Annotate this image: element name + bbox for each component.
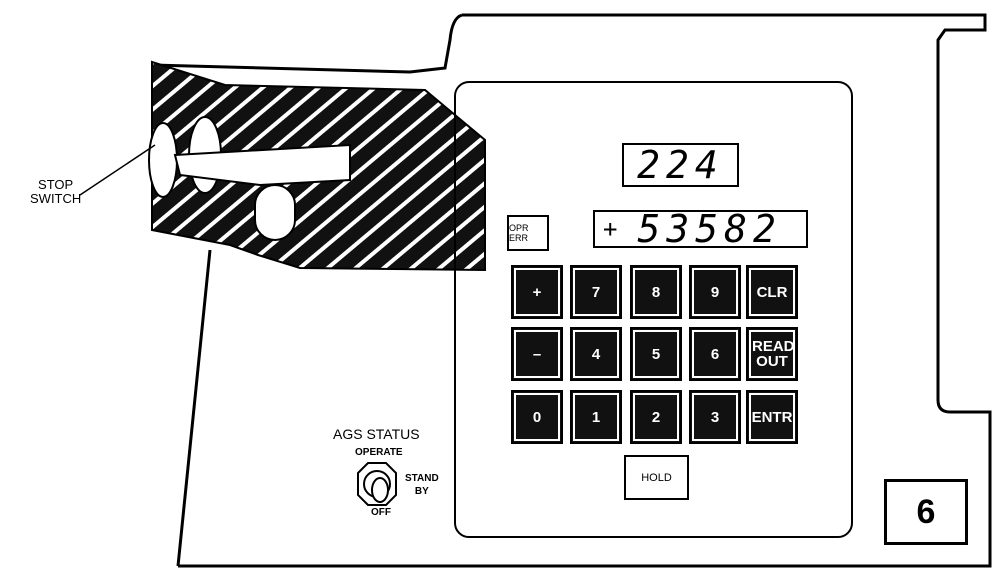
key-label: 5 (651, 345, 661, 363)
key-label: CLR (756, 283, 788, 301)
key-3[interactable]: 3 (689, 390, 741, 444)
key-read-out[interactable]: READ OUT (746, 327, 798, 381)
key-[interactable]: + (511, 265, 563, 319)
data-sign: + (603, 215, 624, 243)
standby-line1: STAND (405, 473, 439, 484)
data-value: 53582 (637, 207, 782, 251)
key-label: 1 (591, 408, 601, 426)
stop-switch (148, 122, 178, 198)
key-label: 3 (710, 408, 720, 426)
key-label: 9 (710, 283, 720, 301)
key-label: 7 (591, 283, 601, 301)
ags-off-label: OFF (371, 507, 391, 518)
key-0[interactable]: 0 (511, 390, 563, 444)
figure-number-box: 6 (884, 479, 968, 545)
key-label: ENTR (751, 408, 793, 426)
key-label: 8 (651, 283, 661, 301)
key-2[interactable]: 2 (630, 390, 682, 444)
figure-number: 6 (916, 492, 936, 531)
key-8[interactable]: 8 (630, 265, 682, 319)
key-clr[interactable]: CLR (746, 265, 798, 319)
opr-err-label: OPR ERR (509, 223, 529, 243)
address-value: 224 (637, 143, 724, 187)
key-4[interactable]: 4 (570, 327, 622, 381)
ags-operate-label: OPERATE (355, 447, 403, 458)
callout-line2: SWITCH (30, 191, 82, 206)
ags-status-switch (357, 462, 397, 506)
key-5[interactable]: 5 (630, 327, 682, 381)
key-[interactable]: – (511, 327, 563, 381)
key-label: 2 (651, 408, 661, 426)
deda-panel (454, 81, 853, 538)
standby-line2: BY (414, 486, 429, 497)
key-label: 6 (710, 345, 720, 363)
callout-line1: STOP (38, 177, 74, 192)
key-label: READ OUT (752, 338, 795, 370)
key-6[interactable]: 6 (689, 327, 741, 381)
key-label: + (532, 283, 542, 301)
key-7[interactable]: 7 (570, 265, 622, 319)
hold-button[interactable]: HOLD (624, 455, 689, 500)
key-label: 0 (532, 408, 542, 426)
key-9[interactable]: 9 (689, 265, 741, 319)
key-label: – (532, 345, 542, 363)
data-display: +53582 (593, 207, 808, 251)
address-display: 224 (622, 143, 739, 187)
key-entr[interactable]: ENTR (746, 390, 798, 444)
key-1[interactable]: 1 (570, 390, 622, 444)
opr-err-indicator: OPR ERR (507, 215, 549, 251)
ags-status-title: AGS STATUS (333, 426, 420, 442)
key-label: 4 (591, 345, 601, 363)
hold-label: HOLD (641, 471, 672, 484)
ags-standby-label: STAND BY (405, 472, 439, 498)
